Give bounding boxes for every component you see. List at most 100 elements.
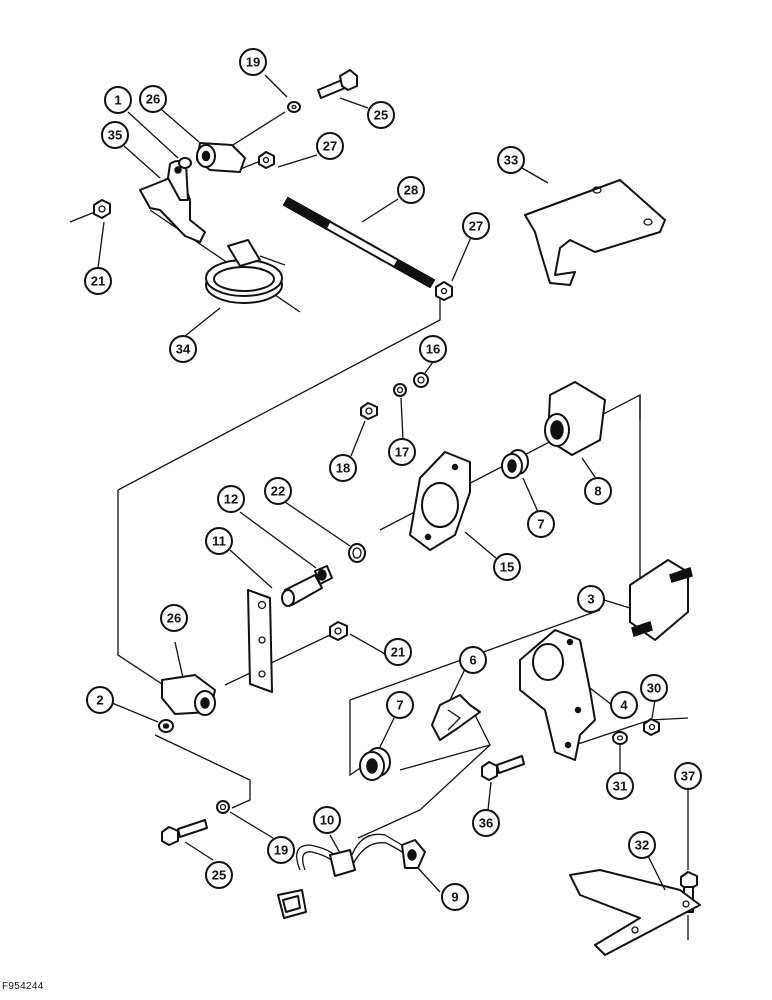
washer-part-19-lower [216,800,230,814]
bracket-part-32 [569,869,701,956]
rod-end-part-26-lower [161,674,216,716]
svg-text:19: 19 [246,55,260,70]
svg-text:36: 36 [479,816,493,831]
bracket-part-35 [139,160,206,243]
bolt-part-36 [481,755,525,781]
nut-part-27-left [258,151,275,169]
callout-21: 21 [84,267,112,295]
svg-text:27: 27 [469,219,483,234]
callout-22: 22 [264,477,292,505]
callout-12: 12 [217,485,245,513]
callout-19: 19 [239,48,267,76]
svg-text:35: 35 [108,128,122,143]
callout-26: 26 [139,85,167,113]
callout-25: 25 [367,101,395,129]
callout-34: 34 [169,335,197,363]
plate-part-15 [409,451,471,551]
callout-9: 9 [441,883,469,911]
svg-text:11: 11 [212,534,226,549]
svg-text:17: 17 [395,445,409,460]
bushing-part-7-upper [501,449,529,479]
threaded-rod-part-28 [282,196,436,289]
nut-part-18 [360,402,378,420]
bushing-part-1 [178,157,192,169]
callout-37: 37 [674,762,702,790]
svg-text:2: 2 [96,693,103,708]
svg-text:1: 1 [114,93,121,108]
svg-text:27: 27 [323,139,337,154]
nut-part-30 [643,718,660,736]
shaft-arm-part-11 [247,574,323,693]
retaining-ring-part-22 [348,543,366,563]
callout-27: 27 [462,212,490,240]
callout-3: 3 [577,585,605,613]
bolt-part-25-upper [317,69,358,99]
switch-harness-part-9-10 [277,833,426,919]
callout-7: 7 [386,691,414,719]
callout-4: 4 [610,691,638,719]
svg-text:15: 15 [500,560,514,575]
bushing-part-7-lower [359,747,391,781]
svg-text:19: 19 [274,843,288,858]
svg-text:30: 30 [647,681,661,696]
callout-27: 27 [316,132,344,160]
nut-part-27-right [435,281,453,301]
callout-30: 30 [640,674,668,702]
callout-26: 26 [160,604,188,632]
callout-32: 32 [628,831,656,859]
callout-33: 33 [497,146,525,174]
svg-text:21: 21 [391,645,405,660]
svg-text:12: 12 [224,492,238,507]
nut-part-21-upper [93,199,111,219]
callout-19: 19 [267,836,295,864]
figure-code: F954244 [2,981,44,992]
svg-text:10: 10 [320,813,334,828]
hose-clamp-part-34 [205,239,286,304]
callout-25: 25 [205,861,233,889]
svg-text:32: 32 [635,838,649,853]
svg-text:21: 21 [91,274,105,289]
svg-text:26: 26 [146,92,160,107]
callout-36: 36 [472,809,500,837]
svg-text:7: 7 [537,517,544,532]
boot-part-8 [544,381,606,456]
callout-21: 21 [384,638,412,666]
bracket-part-6 [431,694,481,741]
washer-part-31 [612,731,628,745]
washer-part-16 [413,372,429,388]
callout-10: 10 [313,806,341,834]
callout-35: 35 [101,121,129,149]
washer-part-19-upper [287,101,301,113]
callout-11: 11 [205,527,233,555]
svg-text:37: 37 [681,769,695,784]
svg-text:9: 9 [451,890,458,905]
callout-28: 28 [397,176,425,204]
bracket-part-33 [524,179,666,286]
svg-text:16: 16 [426,342,440,357]
svg-text:6: 6 [469,653,476,668]
callout-6: 6 [459,646,487,674]
callout-17: 17 [388,438,416,466]
callout-15: 15 [493,553,521,581]
rod-end-part-26-upper [196,142,246,173]
callout-7: 7 [527,510,555,538]
svg-text:25: 25 [374,108,388,123]
svg-text:26: 26 [167,611,181,626]
svg-text:7: 7 [396,698,403,713]
callout-8: 8 [584,477,612,505]
bracket-part-4 [519,629,596,761]
svg-text:31: 31 [613,779,627,794]
svg-text:33: 33 [504,153,518,168]
svg-text:22: 22 [271,484,285,499]
nut-part-21-lower [329,621,348,641]
svg-text:28: 28 [404,183,418,198]
callout-2: 2 [86,686,114,714]
bushing-part-12 [314,565,333,585]
svg-text:3: 3 [587,592,594,607]
callout-31: 31 [606,772,634,800]
washer-part-17 [393,383,407,397]
bolt-part-25-lower [161,819,208,846]
callout-1: 1 [104,86,132,114]
svg-text:25: 25 [212,868,226,883]
